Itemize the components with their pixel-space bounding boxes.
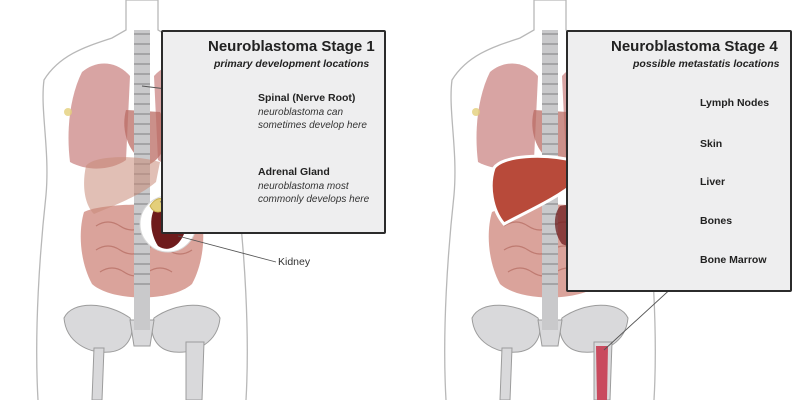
note-spinal-line1: neuroblastoma can [258,107,344,118]
label-lymph-nodes: Lymph Nodes [700,97,770,109]
label-bone-marrow: Bone Marrow [700,254,767,266]
stage1-subtitle: primary development locations [214,58,370,70]
label-skin: Skin [700,138,723,150]
stage4-info-panel [566,30,792,292]
stage4-subtitle: possible metastatis locations [633,58,780,70]
stage1-title: Neuroblastoma Stage 1 [208,38,375,55]
label-kidney: Kidney [278,256,311,268]
label-spinal-nerve-root: Spinal (Nerve Root) [258,92,356,104]
note-adrenal-line2: commonly develops here [258,194,370,205]
note-spinal-line2: sometimes develop here [258,120,367,131]
label-liver: Liver [700,176,726,188]
label-bones: Bones [700,215,733,227]
label-adrenal-gland: Adrenal Gland [258,166,330,178]
note-adrenal-line1: neuroblastoma most [258,181,349,192]
stage1-info-panel [161,30,386,234]
stage4-title: Neuroblastoma Stage 4 [611,38,778,55]
